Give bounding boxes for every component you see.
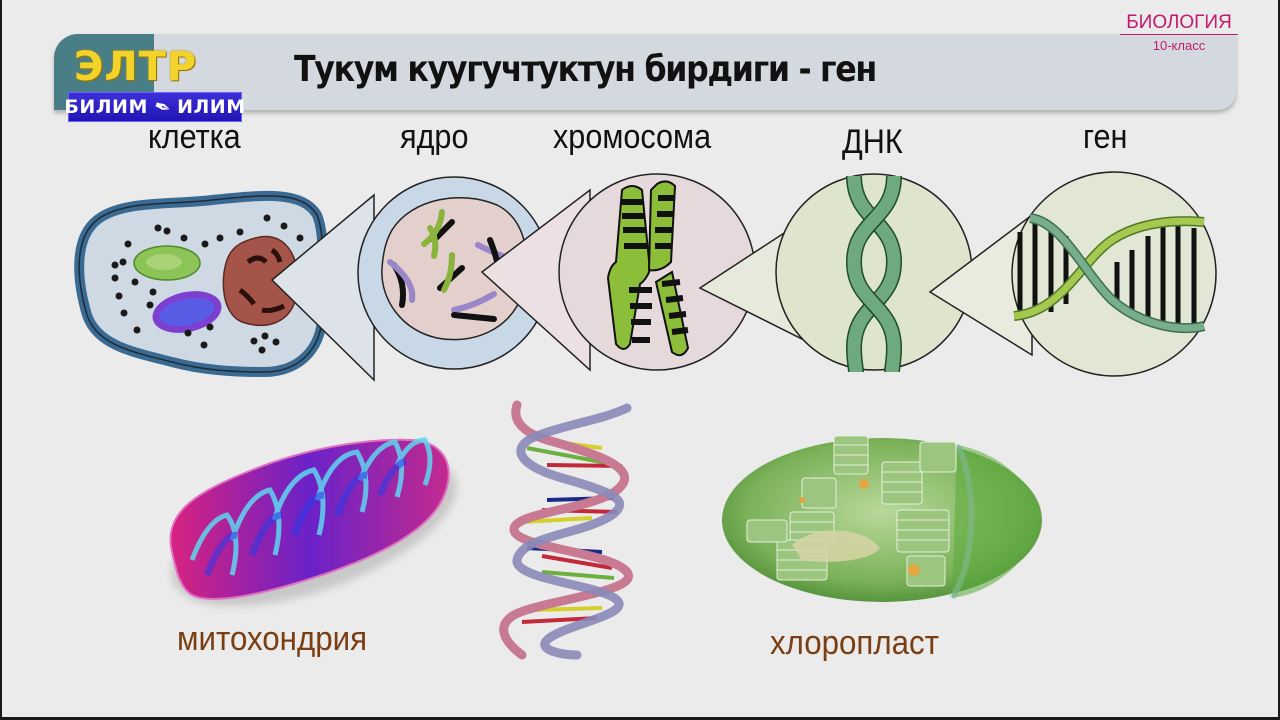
stage-label-chromosome: хромосома [553, 118, 712, 156]
header-bar [54, 34, 1236, 110]
chloroplast-label: хлоропласт [770, 624, 939, 662]
stage-label-gene: ген [1083, 118, 1128, 156]
subject-label: БИОЛОГИЯ [1120, 13, 1238, 35]
mitochondrion-icon [169, 437, 457, 607]
logo-band-right: ИЛИМ [177, 96, 246, 118]
logo-band-left: БИЛИМ [64, 96, 148, 118]
nucleus-icon [357, 176, 551, 370]
dna-helix-icon [499, 400, 634, 660]
chloroplast-icon [722, 435, 1042, 602]
dna-strand-icon [775, 173, 973, 373]
channel-logo-band: БИЛИМ ✒ ИЛИМ [64, 92, 245, 122]
cell-icon [74, 190, 328, 378]
gene-icon [1011, 171, 1217, 377]
stage-label-cell: клетка [148, 118, 241, 156]
grade-label: 10-класс [1152, 38, 1206, 53]
stage-label-dna: ДНК [842, 123, 903, 161]
stage-label-nucleus: ядро [400, 118, 469, 156]
slide-title: Тукум куугучтуктун бирдиги - ген [294, 49, 877, 90]
chromosome-icon [558, 173, 756, 371]
channel-logo-text: ЭЛТР [74, 44, 198, 90]
mitochondrion-label: митохондрия [177, 620, 368, 658]
